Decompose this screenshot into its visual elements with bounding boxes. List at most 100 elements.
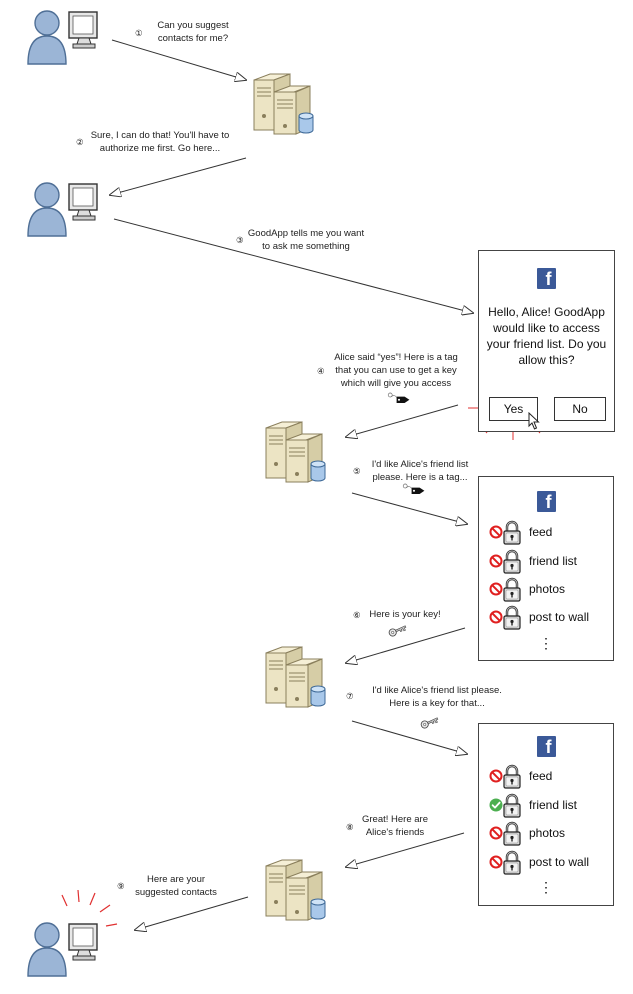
step-text-line: Here is your key!	[369, 609, 440, 620]
facebook-permissions-panel: f feed friend list photos post to wall ⋮	[478, 723, 614, 906]
step-number: ④	[317, 366, 325, 376]
goodapp-server-icon	[253, 73, 314, 135]
step-number: ⑧	[346, 822, 354, 832]
arrow-step-7	[351, 720, 467, 754]
access-key-icon	[419, 714, 440, 730]
permission-label: photos	[529, 826, 566, 840]
permission-label: photos	[529, 582, 566, 596]
step-text-line: Here is a key for that...	[389, 698, 485, 709]
more-permissions-ellipsis: ⋮	[539, 879, 553, 895]
step-text-line: Can you suggest	[157, 20, 229, 31]
permission-row-post-to-wall: post to wall	[489, 605, 609, 631]
arrow-step-2	[110, 157, 247, 195]
lock-icon	[502, 549, 522, 575]
facebook-permissions-panel: f feed friend list photos post to wall ⋮	[478, 476, 614, 661]
step-text-line: Alice's friends	[366, 827, 425, 838]
step-text-line: please. Here is a tag...	[372, 472, 467, 483]
celebration-rays-icon	[61, 889, 118, 927]
granted-check-icon	[489, 798, 503, 812]
allow-yes-button[interactable]: Yes	[489, 397, 538, 421]
step-text-line: authorize me first. Go here...	[100, 143, 220, 154]
denied-icon	[489, 525, 503, 539]
permission-label: friend list	[529, 798, 578, 812]
user-computer-icon	[27, 182, 98, 237]
step-number: ⑦	[346, 691, 354, 701]
facebook-consent-dialog: f Hello, Alice! GoodApp would like to ac…	[478, 250, 615, 432]
lock-icon	[502, 520, 522, 546]
lock-icon	[502, 821, 522, 847]
step-text-line: Alice said “yes”! Here is a tag	[334, 352, 458, 363]
permission-label: post to wall	[529, 855, 590, 869]
arrow-step-3	[113, 218, 473, 313]
lock-icon	[502, 764, 522, 790]
denied-icon	[489, 554, 503, 568]
step-label-2: ② Sure, I can do that! You'll have to au…	[76, 130, 229, 154]
consent-message: Hello, Alice! GoodApp would like to acce…	[486, 305, 607, 367]
facebook-logo-icon: f	[537, 736, 556, 757]
step-number: ③	[236, 235, 244, 245]
access-tag-icon	[387, 392, 410, 404]
denied-icon	[489, 855, 503, 869]
permission-label: feed	[529, 525, 553, 539]
step-text-line: that you can use to get a key	[335, 365, 457, 376]
denied-icon	[489, 610, 503, 624]
step-label-4: ④ Alice said “yes”! Here is a tag that y…	[317, 352, 458, 389]
permission-label: feed	[529, 769, 553, 783]
user-computer-icon	[27, 922, 98, 977]
access-key-icon	[387, 622, 408, 638]
step-label-9: ⑨ Here are your suggested contacts	[117, 874, 217, 898]
step-label-8: ⑧ Great! Here are Alice's friends	[346, 814, 428, 838]
permission-row-friend-list: friend list	[489, 549, 609, 575]
lock-icon	[502, 605, 522, 631]
step-label-5: ⑤ I'd like Alice's friend list please. H…	[353, 459, 469, 483]
step-text-line: contacts for me?	[158, 33, 228, 44]
denied-icon	[489, 826, 503, 840]
denied-icon	[489, 769, 503, 783]
step-text-line: suggested contacts	[135, 887, 217, 898]
permission-label: friend list	[529, 554, 578, 568]
step-label-3: ③ GoodApp tells me you want to ask me so…	[236, 228, 364, 252]
lock-icon	[502, 577, 522, 603]
permission-row-feed: feed	[489, 764, 609, 790]
step-text-line: Here are your	[147, 874, 205, 885]
goodapp-server-icon	[265, 421, 326, 483]
deny-no-button[interactable]: No	[554, 397, 606, 421]
goodapp-server-icon	[265, 859, 326, 921]
lock-icon	[502, 850, 522, 876]
more-permissions-ellipsis: ⋮	[539, 635, 553, 651]
step-number: ⑥	[353, 610, 361, 620]
step-label-7: ⑦ I'd like Alice's friend list please. H…	[346, 685, 502, 709]
permission-label: post to wall	[529, 610, 590, 624]
arrow-step-6	[346, 627, 466, 663]
permission-row-feed: feed	[489, 520, 609, 546]
step-text-line: Great! Here are	[362, 814, 428, 825]
facebook-logo-icon: f	[537, 491, 556, 512]
user-computer-icon	[27, 10, 98, 65]
permission-row-photos: photos	[489, 821, 609, 847]
arrow-step-9	[135, 896, 249, 930]
step-text-line: I'd like Alice's friend list please.	[372, 685, 502, 696]
step-text-line: Sure, I can do that! You'll have to	[91, 130, 230, 141]
step-number: ⑨	[117, 881, 125, 891]
permission-row-photos: photos	[489, 577, 609, 603]
step-text-line: I'd like Alice's friend list	[372, 459, 469, 470]
permission-row-friend-list: friend list	[489, 793, 609, 819]
arrow-step-8	[346, 832, 465, 867]
step-text-line: GoodApp tells me you want	[248, 228, 365, 239]
step-number: ①	[135, 28, 143, 38]
arrow-step-5	[351, 492, 467, 524]
mouse-cursor-icon	[528, 412, 540, 430]
step-label-1: ① Can you suggest contacts for me?	[135, 20, 229, 44]
goodapp-server-icon	[265, 646, 326, 708]
step-label-6: ⑥ Here is your key!	[353, 609, 441, 620]
step-text-line: which will give you access	[340, 378, 452, 389]
arrow-step-1	[111, 39, 246, 80]
step-text-line: to ask me something	[262, 241, 350, 252]
arrow-step-4	[346, 404, 459, 437]
denied-icon	[489, 582, 503, 596]
lock-icon	[502, 793, 522, 819]
permission-row-post-to-wall: post to wall	[489, 850, 609, 876]
facebook-logo-icon: f	[537, 268, 556, 289]
